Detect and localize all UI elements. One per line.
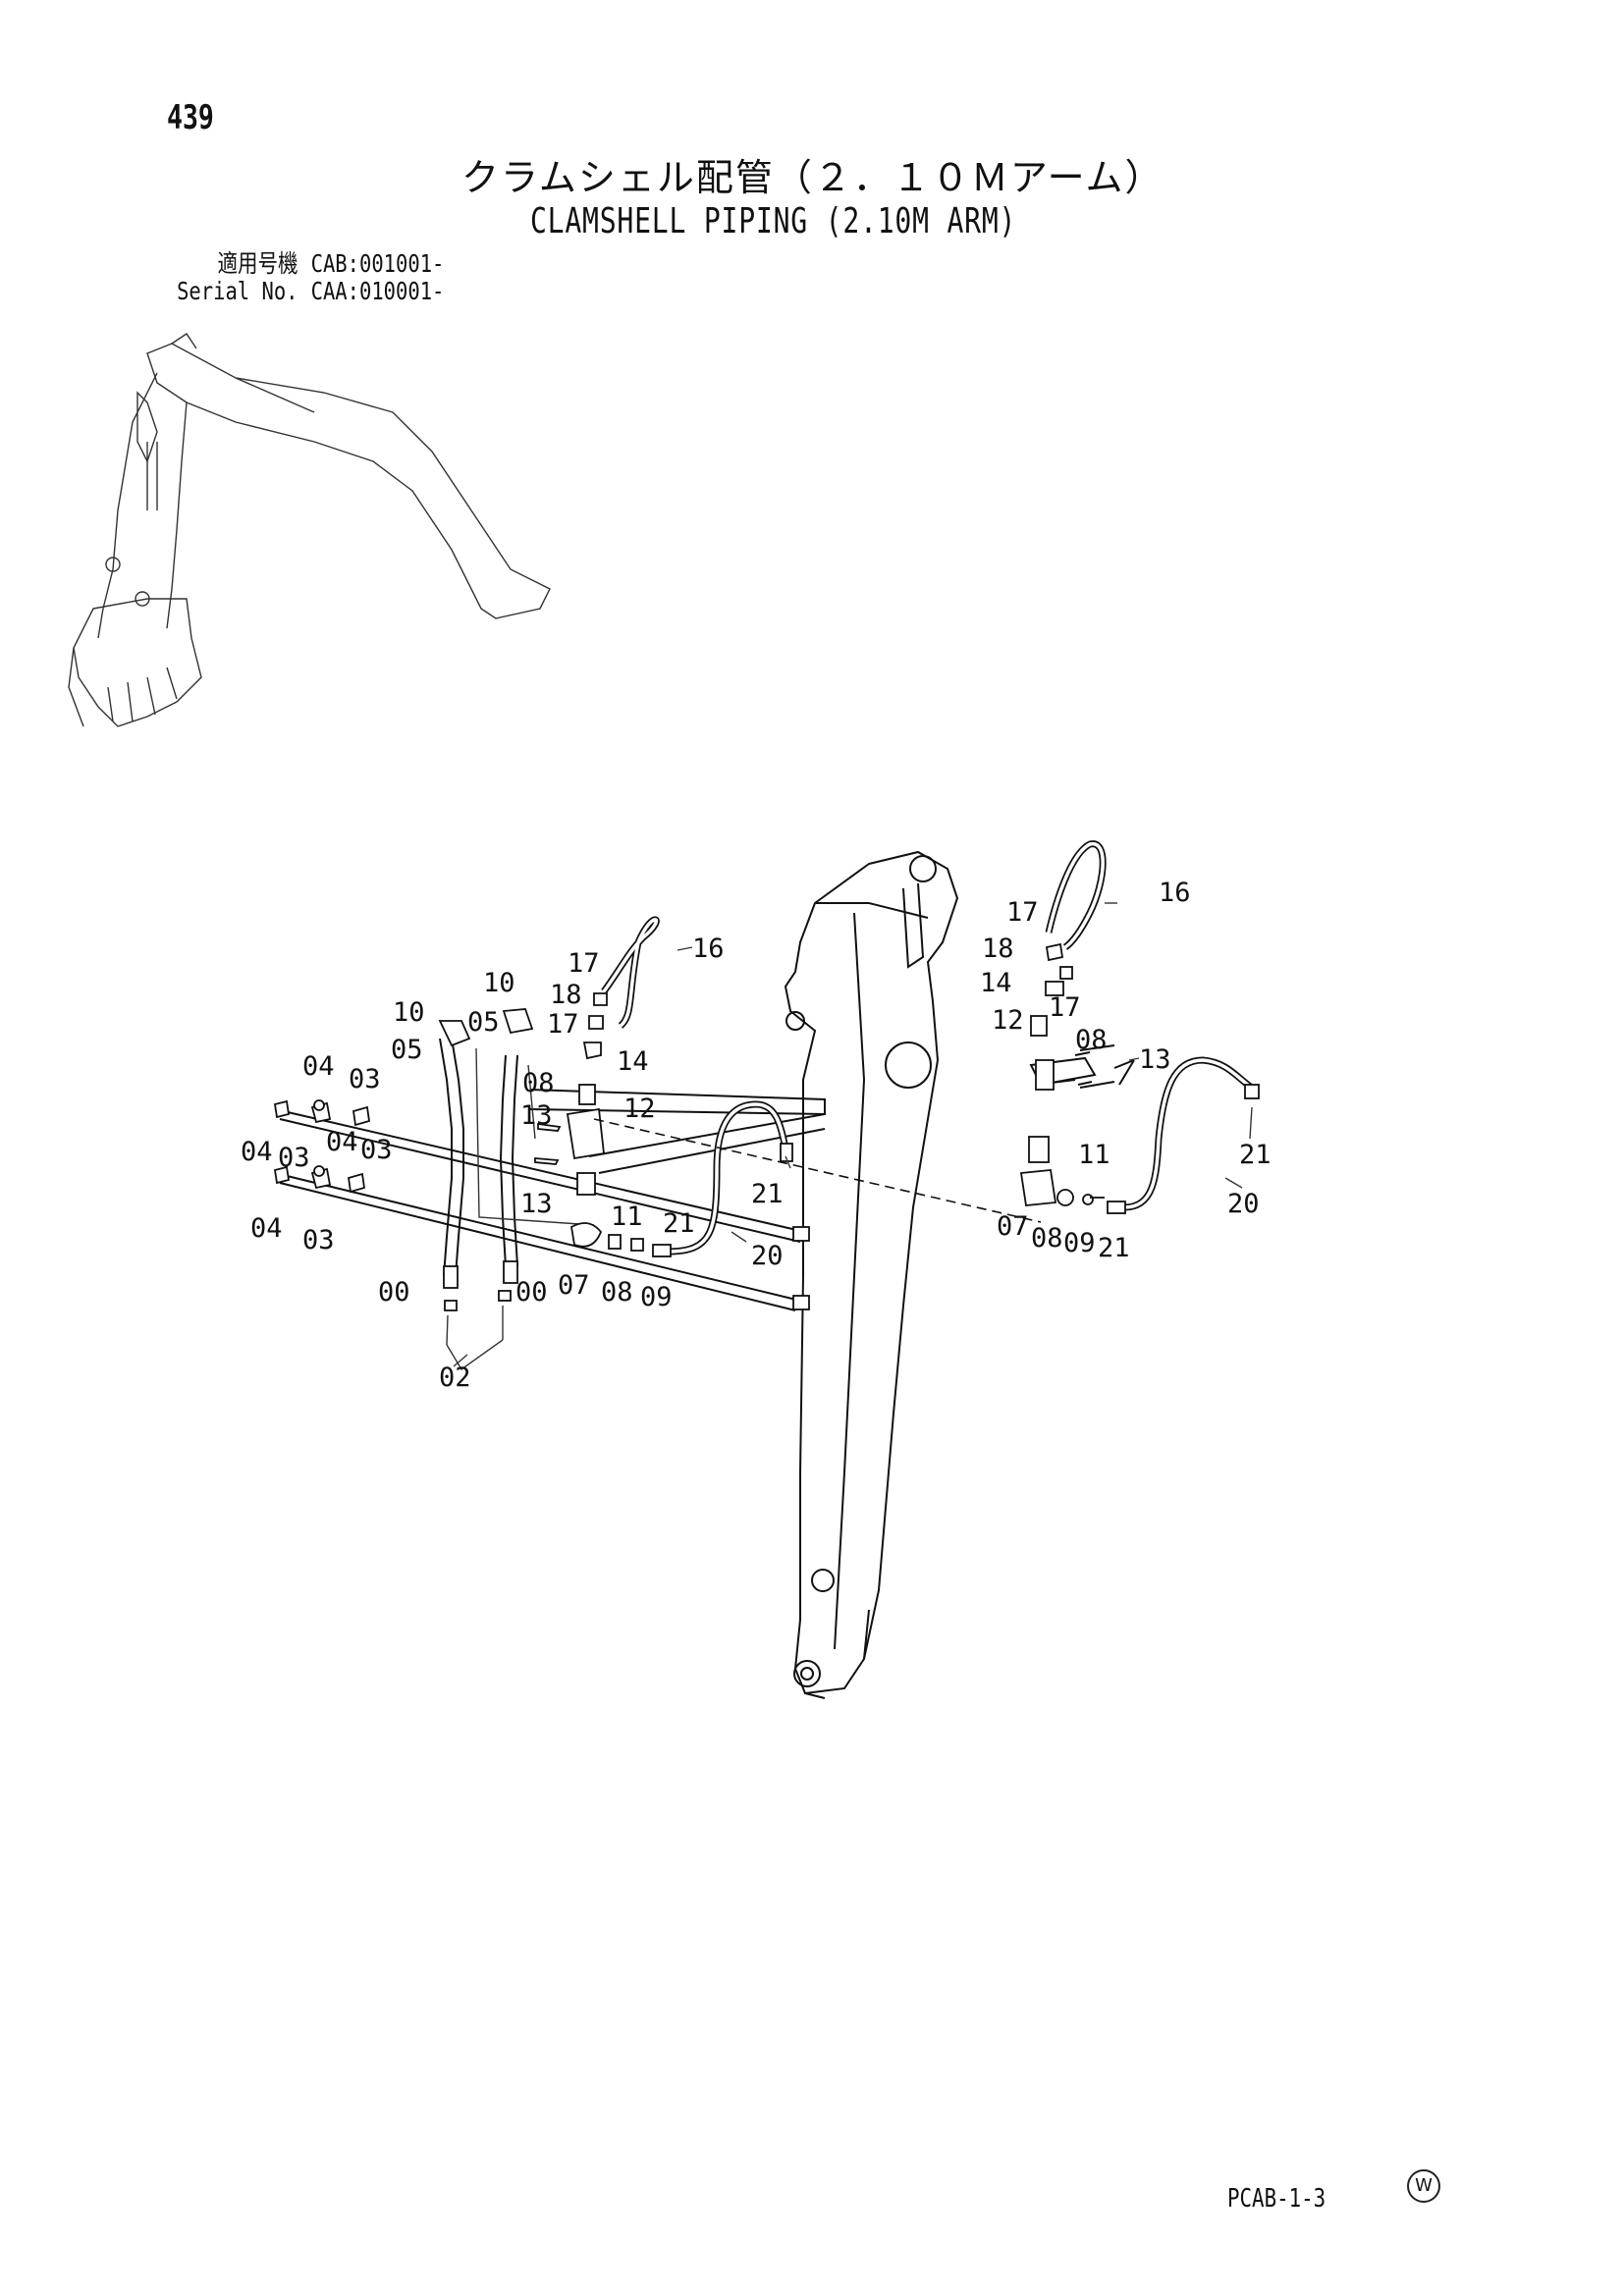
callout-label: 03 [349, 1064, 381, 1095]
callout-label: 02 [439, 1362, 471, 1393]
callout-label: 10 [483, 968, 515, 998]
callout-label: 17 [547, 1009, 579, 1040]
callout-label: 08 [601, 1277, 633, 1308]
serial-value: CAA:010001- [310, 277, 445, 305]
callout-label: 13 [1139, 1044, 1171, 1075]
callout-label: 14 [980, 968, 1012, 998]
callout-label: 14 [617, 1046, 649, 1077]
callout-label: 04 [250, 1213, 283, 1244]
callout-label: 11 [1078, 1140, 1110, 1170]
footer-code: PCAB-1-3 [1227, 2184, 1326, 2214]
callout-label: 20 [751, 1241, 784, 1271]
callout-label: 07 [558, 1270, 590, 1301]
callout-label: 08 [1031, 1223, 1063, 1254]
left-hoses [601, 916, 793, 1257]
serial-row: 適用号機 CAB:001001- [157, 250, 444, 278]
callout-label: 16 [1159, 878, 1191, 908]
callout-label: 18 [550, 980, 582, 1010]
callout-label: 12 [992, 1005, 1024, 1036]
callout-label: 13 [520, 1189, 553, 1219]
callout-label: 17 [1049, 992, 1081, 1023]
callout-label: 04 [302, 1051, 335, 1082]
callout-label: 21 [1239, 1140, 1272, 1170]
title-english: CLAMSHELL PIPING (2.10M ARM) [530, 201, 1017, 241]
callout-label: 18 [982, 934, 1014, 964]
arm-structure [784, 850, 959, 1699]
callout-labels: 10 10 05 05 17 18 17 14 16 08 12 13 13 1… [241, 878, 1272, 1393]
callout-label: 12 [623, 1094, 656, 1124]
callout-label: 20 [1227, 1189, 1260, 1219]
callout-label: 21 [1098, 1233, 1130, 1263]
watermark-circle: W [1407, 2169, 1440, 2203]
callout-label: 17 [1006, 897, 1039, 928]
callout-label: 04 [241, 1137, 273, 1167]
callout-label: 21 [663, 1208, 695, 1239]
callout-label: 21 [751, 1179, 784, 1209]
callout-label: 13 [520, 1100, 553, 1131]
callout-label: 10 [393, 997, 425, 1028]
callout-label: 09 [640, 1282, 673, 1312]
callout-label: 03 [302, 1225, 335, 1255]
callout-label: 00 [515, 1277, 548, 1308]
callout-label: 08 [1075, 1025, 1108, 1055]
callout-label: 03 [360, 1135, 393, 1165]
serial-applicability: 適用号機 CAB:001001- Serial No. CAA:010001- [157, 250, 444, 305]
callout-label: 17 [568, 948, 600, 979]
right-pipe-assembly [593, 942, 1135, 1223]
leader-lines [453, 902, 1253, 1367]
serial-label: 適用号機 [217, 249, 298, 278]
callout-label: 07 [997, 1211, 1029, 1242]
page-number: 439 [167, 98, 214, 137]
right-hoses [1045, 840, 1260, 1214]
serial-value: CAB:001001- [310, 249, 445, 278]
callout-label: 16 [692, 934, 725, 964]
serial-label: Serial No. [177, 277, 298, 305]
callout-label: 11 [611, 1201, 643, 1232]
left-pipe-assembly [273, 992, 826, 1371]
callout-label: 05 [467, 1007, 500, 1038]
callout-label: 05 [391, 1035, 423, 1065]
machine-locator-sketch [68, 333, 551, 727]
callout-label: 09 [1063, 1228, 1096, 1258]
title-japanese: クラムシェル配管（２．１０Ｍアーム） [461, 156, 1164, 199]
callout-label: 00 [378, 1277, 410, 1308]
callout-label: 03 [278, 1143, 310, 1173]
callout-label: 04 [326, 1127, 358, 1157]
serial-row: Serial No. CAA:010001- [157, 278, 444, 305]
callout-label: 08 [522, 1068, 555, 1098]
